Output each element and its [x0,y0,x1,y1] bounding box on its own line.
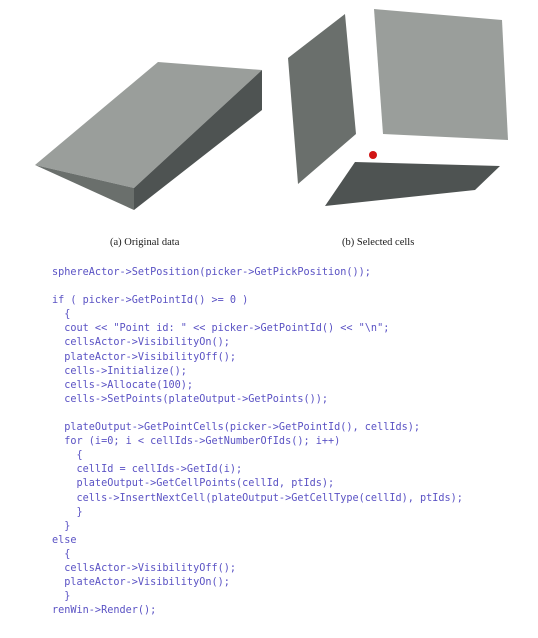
code-line: } [52,506,83,518]
cell-bottom-face [325,162,500,206]
code-line: cells->Allocate(100); [52,379,194,391]
code-line: cellsActor->VisibilityOn(); [52,337,230,349]
code-line: renWin->Render(); [52,605,157,617]
code-line: plateOutput->GetPointCells(picker->GetPo… [52,422,421,434]
code-line: cellsActor->VisibilityOff(); [52,562,237,574]
code-line: cells->Initialize(); [52,365,187,377]
figure: (a) Original data (b) Selected cells [0,0,538,250]
code-line [52,280,463,294]
caption-original-data: (a) Original data [110,237,180,248]
code-line: cells->SetPoints(plateOutput->GetPoints(… [52,393,329,405]
code-line: cout << "Point id: " << picker->GetPoint… [52,323,390,335]
beam-end-face [35,165,134,210]
original-data-render [35,62,262,210]
cell-left-face [288,14,356,184]
code-line: } [52,591,71,603]
cell-right-face [374,9,508,140]
beam-top-face [35,62,262,188]
code-line: { [52,309,71,321]
code-line: if ( picker->GetPointId() >= 0 ) [52,295,249,307]
selected-cells-render [288,9,508,206]
figure-renderings [35,9,508,210]
code-line: { [52,548,71,560]
code-line: plateOutput->GetCellPoints(cellId, ptIds… [52,478,335,490]
beam-front-face [134,70,262,210]
code-line: plateActor->VisibilityOff(); [52,351,237,363]
pick-point-marker [369,151,377,159]
code-line: else [52,534,77,546]
code-line: cells->InsertNextCell(plateOutput->GetCe… [52,492,463,504]
code-line: } [52,520,71,532]
caption-selected-cells: (b) Selected cells [342,237,415,248]
code-line: { [52,450,83,462]
code-line: sphereActor->SetPosition(picker->GetPick… [52,267,371,278]
code-line: plateActor->VisibilityOn(); [52,577,230,589]
code-line: cellId = cellIds->GetId(i); [52,464,243,476]
code-line [52,407,463,421]
code-listing: sphereActor->SetPosition(picker->GetPick… [52,266,463,618]
code-line: for (i=0; i < cellIds->GetNumberOfIds();… [52,436,341,448]
